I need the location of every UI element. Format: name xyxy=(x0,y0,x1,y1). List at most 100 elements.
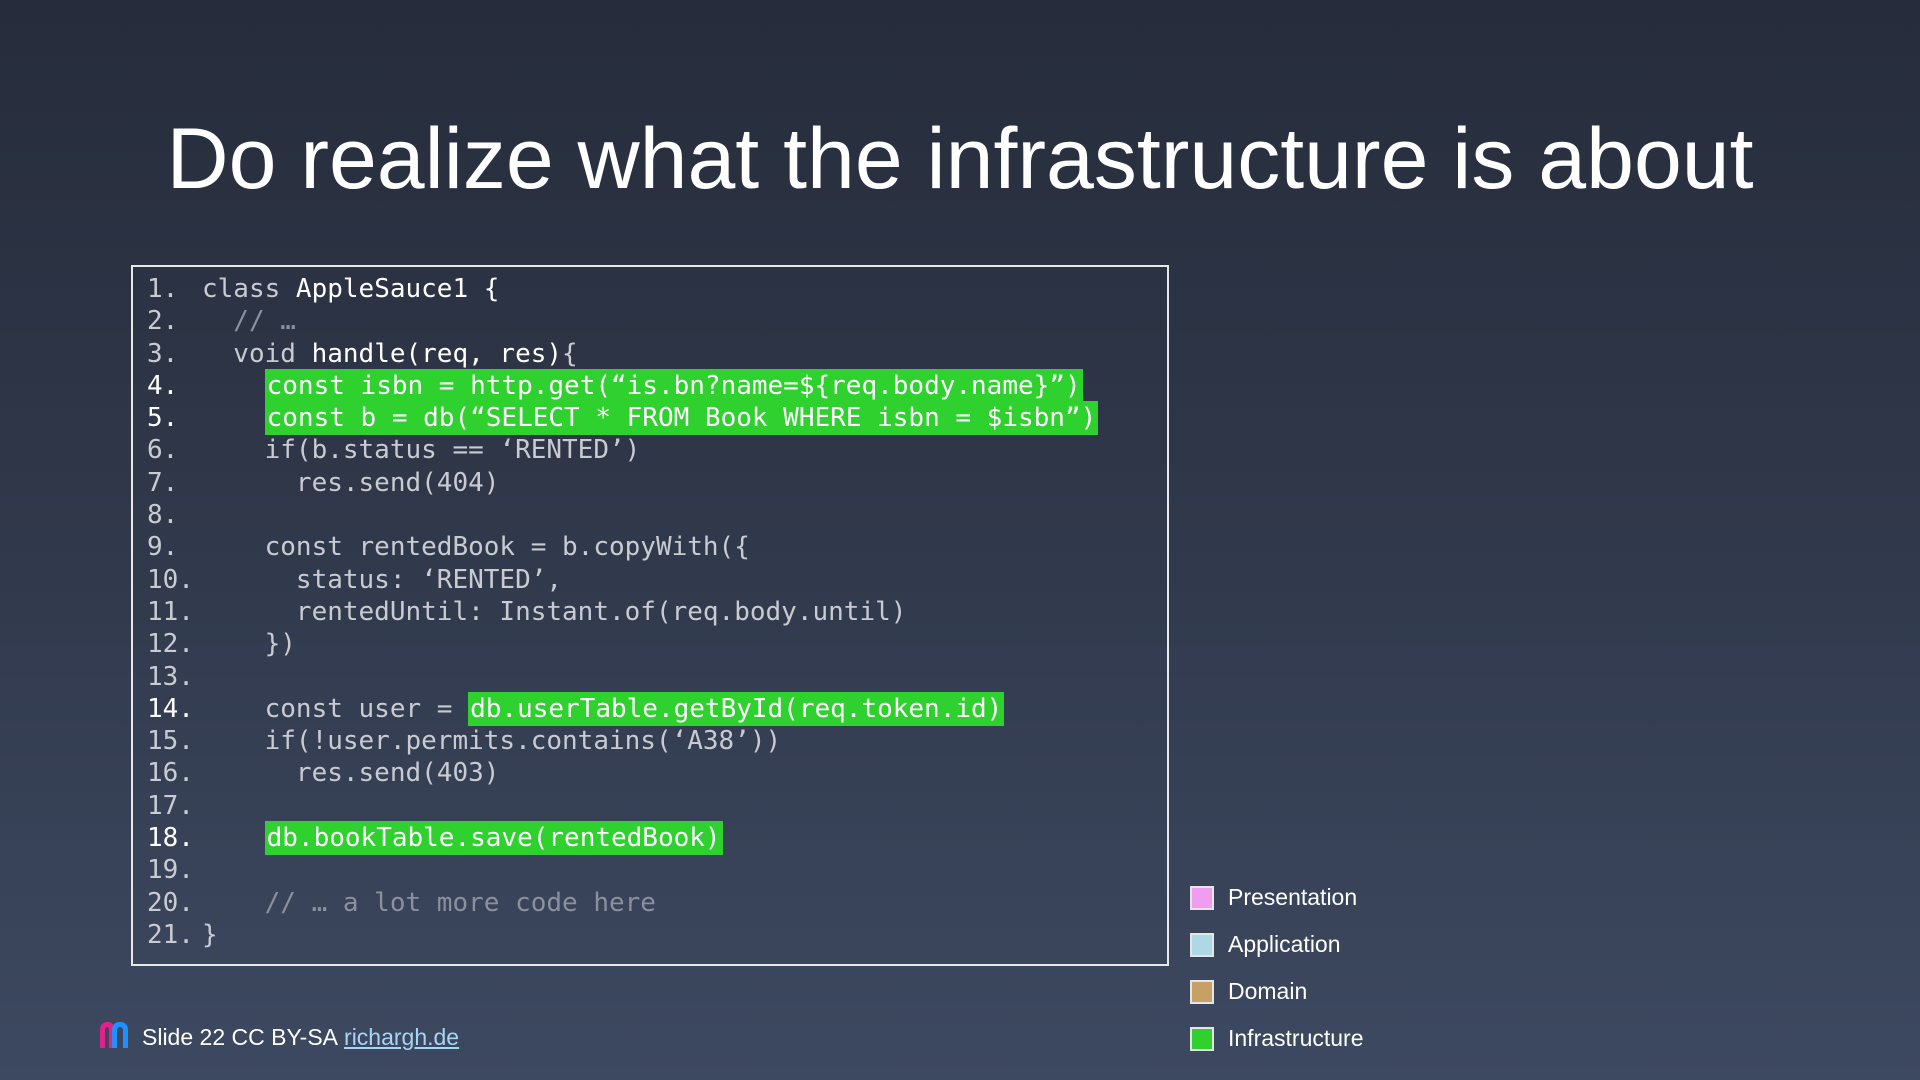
legend-item: Infrastructure xyxy=(1190,1015,1364,1062)
code-text: const isbn = http.get(“is.bn?name=${req.… xyxy=(202,368,1167,403)
line-number: 14. xyxy=(147,693,194,724)
infrastructure-highlight: const b = db(“SELECT * FROM Book WHERE i… xyxy=(264,401,1099,436)
line-number: 13. xyxy=(147,661,194,692)
code-block: 1.class AppleSauce1 {2. // …3. void hand… xyxy=(131,265,1169,966)
slide-title: Do realize what the infrastructure is ab… xyxy=(166,111,1754,207)
author-link[interactable]: richargh.de xyxy=(344,1023,460,1050)
code-text xyxy=(202,499,1167,531)
code-segment: rentedUntil: Instant.of(req.body.until) xyxy=(202,596,907,627)
line-number: 7. xyxy=(147,467,179,498)
code-line: 6. if(b.status == ‘RENTED’) xyxy=(147,434,1167,466)
legend-swatch xyxy=(1190,1026,1214,1051)
code-line: 20. // … a lot more code here xyxy=(147,887,1167,919)
code-segment xyxy=(202,371,265,401)
line-number: 5. xyxy=(147,403,179,434)
code-segment: AppleSauce1 { xyxy=(295,274,500,304)
code-segment: }) xyxy=(202,629,296,660)
line-number: 12. xyxy=(147,629,194,660)
code-segment: const rentedBook = b.copyWith({ xyxy=(202,532,750,563)
code-segment: // … a lot more code here xyxy=(202,887,656,918)
line-number: 15. xyxy=(147,726,194,757)
code-line: 21.} xyxy=(147,919,1167,951)
legend-label: Domain xyxy=(1228,978,1308,1004)
code-segment: // … xyxy=(202,306,296,337)
richargh-logo-icon xyxy=(98,1020,130,1054)
legend-label: Infrastructure xyxy=(1228,1025,1364,1051)
code-segment: void xyxy=(202,338,312,369)
line-number: 16. xyxy=(147,758,194,789)
line-number: 2. xyxy=(147,306,179,337)
code-line: 2. // … xyxy=(147,305,1167,337)
code-line: 7. res.send(404) xyxy=(147,467,1167,499)
code-line: 3. void handle(req, res){ xyxy=(147,338,1167,370)
code-text: status: ‘RENTED’, xyxy=(202,564,1167,596)
code-text: rentedUntil: Instant.of(req.body.until) xyxy=(202,596,1167,628)
line-number: 1. xyxy=(147,274,179,304)
code-text: if(b.status == ‘RENTED’) xyxy=(202,434,1167,466)
infrastructure-highlight: db.userTable.getById(req.token.id) xyxy=(468,691,1005,726)
code-segment: res.send(403) xyxy=(202,758,500,789)
code-segment: if(!user.permits.contains(‘A38’)) xyxy=(202,726,782,757)
line-number: 17. xyxy=(147,790,194,821)
line-number: 18. xyxy=(147,823,194,854)
code-text xyxy=(202,854,1167,886)
line-number: 8. xyxy=(147,500,179,531)
code-segment xyxy=(202,403,265,433)
code-text: void handle(req, res){ xyxy=(202,338,1167,370)
infrastructure-highlight: const isbn = http.get(“is.bn?name=${req.… xyxy=(264,368,1083,403)
code-text xyxy=(202,661,1167,693)
code-line: 15. if(!user.permits.contains(‘A38’)) xyxy=(147,725,1167,757)
code-line: 16. res.send(403) xyxy=(147,757,1167,789)
code-line: 19. xyxy=(147,854,1167,886)
code-line: 18. db.bookTable.save(rentedBook) xyxy=(147,821,1167,856)
code-line: 8. xyxy=(147,499,1167,531)
code-segment: res.send(404) xyxy=(202,467,500,498)
line-number: 4. xyxy=(147,370,179,401)
code-segment: } xyxy=(202,919,218,950)
line-number: 9. xyxy=(147,532,179,563)
code-text: res.send(403) xyxy=(202,757,1167,789)
code-text: } xyxy=(202,919,1167,951)
code-line: 12. }) xyxy=(147,628,1167,660)
line-number: 21. xyxy=(147,919,194,950)
legend-item: Domain xyxy=(1190,968,1364,1015)
legend-swatch xyxy=(1190,979,1214,1004)
slide-footer: Slide 22 CC BY-SA richargh.de xyxy=(98,1020,459,1054)
code-line: 17. xyxy=(147,790,1167,822)
code-line: 11. rentedUntil: Instant.of(req.body.unt… xyxy=(147,596,1167,628)
code-line: 5. const b = db(“SELECT * FROM Book WHER… xyxy=(147,401,1167,436)
code-line: 13. xyxy=(147,661,1167,693)
code-line: 14. const user = db.userTable.getById(re… xyxy=(147,691,1167,726)
code-text: // … xyxy=(202,305,1167,337)
code-segment: status: ‘RENTED’, xyxy=(202,564,563,595)
legend-label: Presentation xyxy=(1228,884,1358,910)
code-text: const rentedBook = b.copyWith({ xyxy=(202,531,1167,563)
code-text: db.bookTable.save(rentedBook) xyxy=(202,821,1167,856)
code-segment: handle(req, res) xyxy=(311,338,563,369)
code-text: res.send(404) xyxy=(202,467,1167,499)
line-number: 10. xyxy=(147,564,194,595)
code-segment: const user = xyxy=(202,693,469,724)
code-text: const b = db(“SELECT * FROM Book WHERE i… xyxy=(202,401,1167,436)
legend-label: Application xyxy=(1228,931,1341,957)
line-number: 11. xyxy=(147,596,194,627)
code-line: 9. const rentedBook = b.copyWith({ xyxy=(147,531,1167,563)
code-text: if(!user.permits.contains(‘A38’)) xyxy=(202,725,1167,757)
code-text: class AppleSauce1 { xyxy=(202,273,1167,305)
line-number: 19. xyxy=(147,855,194,886)
code-text: }) xyxy=(202,628,1167,660)
legend-item: Presentation xyxy=(1190,874,1364,921)
legend-item: Application xyxy=(1190,921,1364,968)
code-text xyxy=(202,790,1167,822)
code-segment: { xyxy=(562,338,578,369)
line-number: 6. xyxy=(147,435,179,466)
legend-swatch xyxy=(1190,885,1214,910)
code-line: 4. const isbn = http.get(“is.bn?name=${r… xyxy=(147,368,1167,403)
code-text: const user = db.userTable.getById(req.to… xyxy=(202,691,1167,726)
code-text: // … a lot more code here xyxy=(202,887,1167,919)
line-number: 20. xyxy=(147,887,194,918)
code-segment: if(b.status == ‘RENTED’) xyxy=(202,435,641,466)
infrastructure-highlight: db.bookTable.save(rentedBook) xyxy=(264,821,723,856)
legend-swatch xyxy=(1190,932,1214,957)
